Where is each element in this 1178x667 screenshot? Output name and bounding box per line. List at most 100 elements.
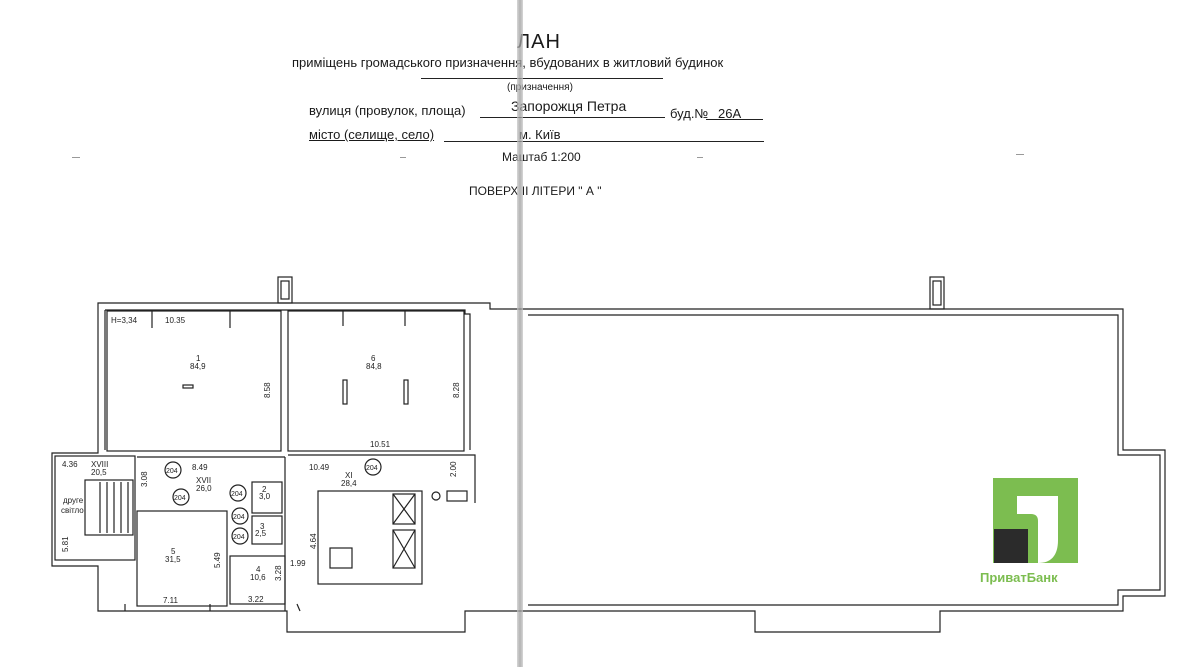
second-light-label: світло — [61, 506, 84, 515]
room-number: 4 — [256, 565, 261, 574]
column — [342, 379, 348, 405]
door-tag-circle — [364, 458, 382, 476]
door-tag: 204 — [166, 468, 178, 475]
room-area: 28,4 — [341, 479, 357, 488]
room-number: 5 — [171, 547, 176, 556]
scan-mark — [400, 157, 406, 158]
vent-left — [277, 276, 293, 304]
stair-treads — [99, 482, 129, 533]
dimension-label: 8.28 — [452, 382, 461, 398]
fixture — [446, 490, 468, 502]
room-number: ХVII — [196, 476, 211, 485]
city-label: місто (селище, село) — [309, 127, 435, 142]
door-tag: 204 — [231, 491, 243, 498]
column — [182, 384, 194, 389]
door-tag-circle — [229, 484, 247, 502]
sink — [431, 491, 441, 501]
room-area: 84,8 — [366, 362, 382, 371]
privatbank-logo — [993, 478, 1078, 563]
window-marks — [124, 603, 301, 612]
room-area: 3,0 — [259, 492, 271, 501]
room-xviii-walls — [54, 455, 136, 561]
building-underline — [706, 119, 763, 120]
room-number: 6 — [371, 354, 376, 363]
dimension-label: 10.35 — [165, 316, 186, 325]
room-area: 84,9 — [190, 362, 206, 371]
building-value: 26А — [718, 106, 742, 121]
room-area: 10,6 — [250, 573, 266, 582]
street-value: Запорожця Петра — [511, 98, 627, 114]
city-value: м. Київ — [519, 127, 561, 142]
dimension-label: 4.36 — [62, 460, 78, 469]
vent-right-inner — [932, 280, 942, 306]
wall-stub — [151, 311, 406, 328]
document-title: ЛАН — [517, 31, 561, 53]
scan-mark — [1016, 154, 1024, 155]
room-2-walls — [251, 481, 283, 514]
scan-mark — [72, 157, 80, 158]
dimension-label: 3.22 — [248, 595, 264, 604]
scan-mark — [697, 157, 703, 158]
column — [403, 379, 409, 405]
stair-core — [84, 479, 134, 536]
room-area: 26,0 — [196, 484, 212, 493]
room-area: 20,5 — [91, 468, 107, 477]
right-interior — [528, 314, 1161, 606]
room-number: 2 — [262, 485, 267, 494]
room-5-walls — [136, 510, 228, 607]
purpose-caption: (призначення) — [507, 82, 573, 93]
door-tag: 204 — [233, 514, 245, 521]
dimension-label: 7.11 — [163, 596, 179, 605]
room-1-walls — [106, 310, 282, 452]
document-subtitle: приміщень громадського призначення, вбуд… — [292, 55, 724, 70]
scan-fold-line — [517, 0, 523, 667]
room-4-walls — [229, 555, 286, 605]
lift-shaft-2-x — [392, 529, 416, 569]
city-underline — [444, 141, 764, 142]
dimension-label: 8.58 — [263, 382, 272, 398]
room-area: 2,5 — [255, 529, 267, 538]
dimension-label: 2.00 — [449, 461, 458, 477]
second-light-label: друге — [63, 496, 84, 505]
dimension-label: 5.49 — [213, 552, 222, 568]
dimension-label: 1.99 — [290, 559, 306, 568]
dimension-label: 8.49 — [192, 463, 208, 472]
building-outline — [51, 302, 1166, 633]
logo-dark-square — [994, 529, 1028, 563]
room-number: ХVIII — [91, 460, 108, 469]
vent-left-inner — [280, 280, 290, 300]
floor-note: ПОВЕРХ ІІ ЛІТЕРИ " А " — [469, 184, 602, 198]
room-6-walls — [287, 310, 465, 452]
dimension-label: 10.51 — [370, 440, 391, 449]
lift-shaft-2 — [392, 529, 416, 569]
door-tag: 204 — [174, 495, 186, 502]
dimension-label: 4.64 — [309, 533, 318, 549]
door-tag-circle — [172, 488, 190, 506]
dimension-label: 5.81 — [61, 536, 70, 552]
room-3-walls — [251, 515, 283, 545]
door-tag-circle — [231, 507, 249, 525]
street-label: вулиця (провулок, площа) — [309, 103, 466, 118]
vent-right — [929, 276, 945, 310]
building-inner-outline — [104, 309, 471, 450]
room-number: 1 — [196, 354, 201, 363]
lift-shaft-1-x — [392, 493, 416, 525]
room-xi-core — [317, 490, 423, 585]
door-tag: 204 — [366, 465, 378, 472]
logo-notch — [1017, 496, 1058, 563]
lift-shaft-1 — [392, 493, 416, 525]
room-area: 31,5 — [165, 555, 181, 564]
door-tag-circle — [231, 527, 249, 545]
building-label: буд.№ — [670, 106, 709, 121]
door-tag: 204 — [233, 534, 245, 541]
dimension-label: 3.28 — [274, 565, 283, 581]
door-tag-circle — [164, 461, 182, 479]
purpose-underline — [421, 78, 663, 79]
corridor-wall-right — [288, 454, 476, 503]
bathtub — [329, 547, 353, 569]
room-number: 3 — [260, 522, 265, 531]
height-note: Н=3,34 — [111, 316, 138, 325]
logo-wordmark: ПриватБанк — [980, 570, 1058, 585]
room-number: ХI — [345, 471, 353, 480]
